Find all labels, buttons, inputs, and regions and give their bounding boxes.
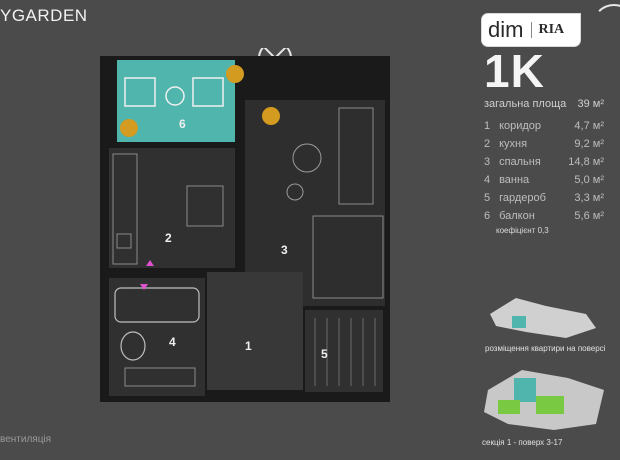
room-name: гардероб — [499, 192, 546, 204]
room-number-3: 3 — [281, 243, 288, 257]
floor-location-caption: розміщення квартири на поверсі — [485, 344, 606, 353]
bed — [312, 215, 384, 299]
logo-ria-text: RIA — [531, 22, 564, 38]
room-row: 3 спальня 14,8 м² — [484, 156, 604, 168]
room-area: 4,7 м² — [574, 120, 604, 132]
room-row: 4 ванна 5,0 м² — [484, 174, 604, 186]
arc-decoration — [592, 4, 620, 48]
room-row: 6 балкон 5,6 м² — [484, 210, 604, 222]
toilet — [120, 331, 146, 361]
room-number-4: 4 — [169, 335, 176, 349]
brand-name: YGARDEN — [0, 6, 88, 25]
kitchen-counter — [112, 153, 138, 265]
room-area: 14,8 м² — [568, 156, 604, 168]
room-number-6: 6 — [179, 117, 186, 131]
ventilation-marker — [146, 260, 154, 266]
total-area-row: загальна площа 39 м² — [484, 98, 604, 110]
room-area: 9,2 м² — [574, 138, 604, 150]
plant-icon — [120, 119, 138, 137]
pouf — [286, 183, 304, 201]
room-area: 3,3 м² — [574, 192, 604, 204]
room-name: спальня — [499, 156, 541, 168]
room-number-1: 1 — [245, 339, 252, 353]
room-row: 2 кухня 9,2 м² — [484, 138, 604, 150]
room-area: 5,6 м² — [574, 210, 604, 222]
sink-icon — [116, 233, 132, 249]
room-number-5: 5 — [321, 347, 328, 361]
kitchen — [109, 148, 235, 268]
sofa — [338, 107, 374, 205]
round-table — [165, 86, 185, 106]
apartment-type: 1K — [484, 45, 545, 97]
room-name: балкон — [499, 210, 535, 222]
total-area-value: 39 м² — [577, 98, 604, 110]
plant-icon — [226, 65, 244, 83]
section-caption: секція 1 - поверх 3-17 — [482, 438, 563, 447]
armchair-left — [124, 77, 156, 107]
armchair-right — [192, 77, 224, 107]
washbasin — [124, 367, 196, 387]
fan-icon — [292, 143, 322, 173]
floor-location-diagram — [490, 298, 596, 338]
room-number-2: 2 — [165, 231, 172, 245]
total-area-label: загальна площа — [484, 98, 567, 110]
logo-dim-text: dim — [488, 17, 524, 42]
ventilation-marker — [140, 284, 148, 290]
coefficient-note: коефіцієнт 0,3 — [496, 226, 549, 235]
bedroom — [245, 100, 385, 306]
room-row: 5 гардероб 3,3 м² — [484, 192, 604, 204]
section-3d-diagram — [484, 370, 604, 430]
room-number: 5 — [484, 192, 491, 204]
bathtub — [114, 287, 200, 323]
room-name: коридор — [499, 120, 542, 132]
room-number: 4 — [484, 174, 491, 186]
plant-icon — [262, 107, 280, 125]
room-number: 2 — [484, 138, 491, 150]
room-row: 1 коридор 4,7 м² — [484, 120, 604, 132]
room-area: 5,0 м² — [574, 174, 604, 186]
room-name: кухня — [499, 138, 528, 150]
dim-ria-logo[interactable]: dim RIA — [482, 14, 580, 46]
room-number: 3 — [484, 156, 491, 168]
dining-table — [186, 185, 224, 227]
wardrobe — [305, 310, 383, 392]
floor-plan: ПН 6 2 3 4 1 5 — [100, 48, 390, 402]
ventilation-label: вентиляція — [0, 434, 52, 445]
room-name: ванна — [499, 174, 530, 186]
room-number: 6 — [484, 210, 491, 222]
room-number: 1 — [484, 120, 491, 132]
corridor — [207, 272, 303, 390]
